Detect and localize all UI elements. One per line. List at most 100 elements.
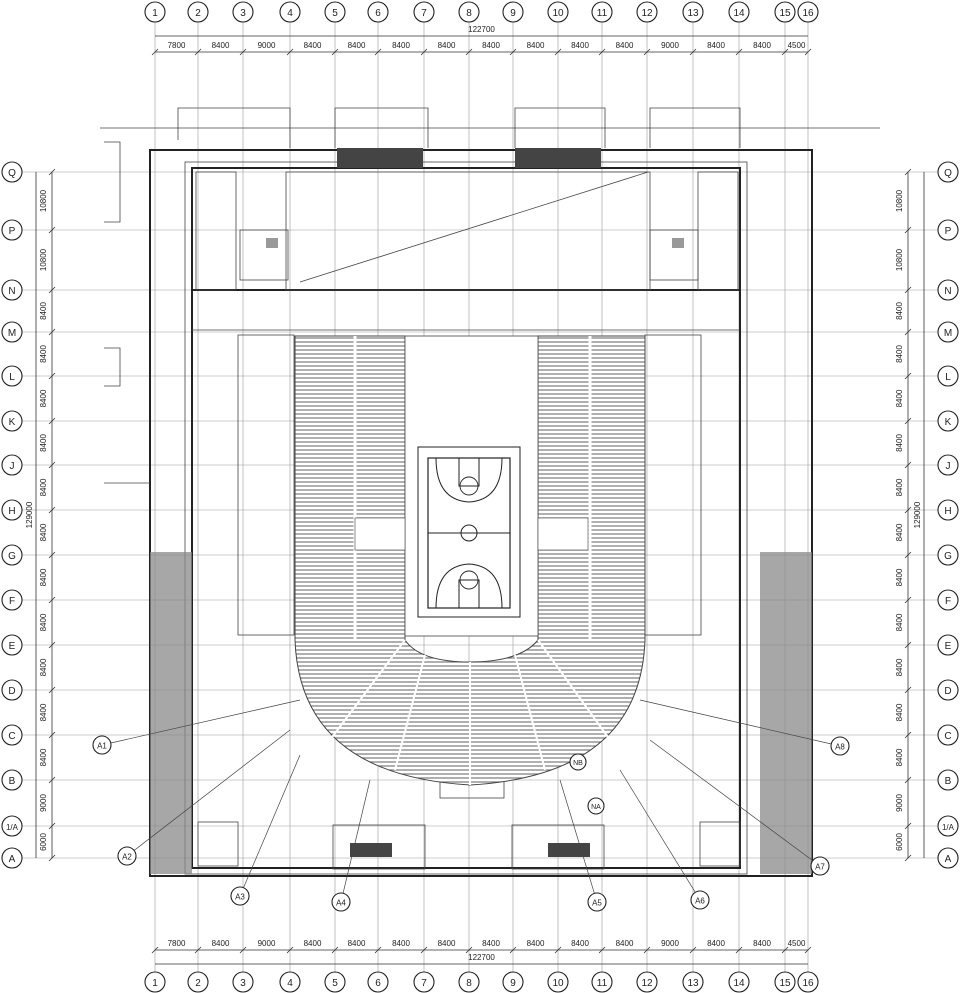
column-axis-bubble: 12 [636,971,658,993]
minor-marker: NA [587,797,605,815]
row-axis-label: N [944,286,951,297]
row-spacing-label: 6000 [39,833,48,851]
column-spacing-label: 9000 [661,41,679,50]
row-spacing-label: 8400 [895,748,904,766]
section-marker: A4 [331,892,351,912]
row-axis-bubble: N [1,279,23,301]
row-axis-bubble: A [937,847,959,869]
column-axis-bubble: 4 [279,971,301,993]
dimension-chains: 7800 8400 9000 8400 8400 8400 8400 8400 8400 8400… [25,25,925,965]
column-spacing-label: 8400 [753,939,771,948]
column-axis-label: 16 [802,8,814,19]
column-axis-bubble: 5 [324,1,346,23]
column-axis-bubble: 10 [547,971,569,993]
column-axis-bubble: 15 [774,971,796,993]
column-spacing-label: 8400 [392,939,410,948]
column-axis-bubble: 1 [144,971,166,993]
minor-marker: NB [569,753,587,771]
row-axis-bubble: G [937,544,959,566]
row-axis-label: K [9,417,16,428]
section-marker-label: A1 [97,742,107,751]
column-spacing-label: 8400 [348,939,366,948]
column-axis-label: 7 [421,8,427,19]
row-axis-bubble: M [1,321,23,343]
row-spacing-label: 10800 [895,189,904,212]
column-spacing-label: 8400 [616,41,634,50]
column-axis-label: 2 [195,978,201,989]
column-axis-bubble: 13 [682,971,704,993]
row-axis-bubble: A [1,847,23,869]
column-axis-label: 6 [375,8,381,19]
section-marker-label: A8 [835,743,845,752]
row-spacing-label: 8400 [895,658,904,676]
column-spacing-label: 4500 [788,41,806,50]
row-axis-label: H [944,506,951,517]
row-axis-bubble: L [937,365,959,387]
column-axis-label: 4 [287,8,293,19]
column-spacing-label: 8400 [438,939,456,948]
row-axis-bubble: M [937,321,959,343]
column-axis-bubble: 15 [774,1,796,23]
row-axis-bubble: 1/A [1,815,23,837]
row-spacing-label: 8400 [39,345,48,363]
column-spacing-label: 8400 [438,41,456,50]
column-spacing-label: 8400 [212,41,230,50]
section-leader-lines [101,699,841,903]
column-spacing-label: 7800 [168,41,186,50]
section-marker: A7 [810,856,830,876]
row-axis-bubble: Q [1,161,23,183]
column-axis-label: 9 [510,8,516,19]
row-axis-bubble: C [1,724,23,746]
column-axis-bubble: 2 [187,1,209,23]
row-axis-bubble: P [1,219,23,241]
row-axis-label: C [8,731,15,742]
row-axis-label: E [9,641,16,652]
column-axis-bubble: 4 [279,1,301,23]
column-axis-label: 5 [332,978,338,989]
column-spacing-label: 8400 [527,41,545,50]
column-total-label: 122700 [468,953,495,962]
row-axis-label: F [945,596,951,607]
section-marker-label: A7 [815,863,825,872]
column-spacing-label: 9000 [258,939,276,948]
column-total-label: 122700 [468,25,495,34]
column-axis-label: 1 [152,978,158,989]
row-axis-label: B [9,776,16,787]
column-axis-label: 3 [240,8,246,19]
row-axis-label: D [944,686,951,697]
basketball-court [417,446,521,618]
row-spacing-label: 10800 [895,248,904,271]
row-spacing-label: 8400 [895,478,904,496]
row-axis-label: J [10,461,15,472]
column-axis-label: 10 [552,8,564,19]
row-spacing-label: 8400 [39,748,48,766]
column-spacing-label: 8400 [212,939,230,948]
row-axis-label: N [8,286,15,297]
row-axis-bubble: H [937,499,959,521]
row-axis-label: A [945,854,952,865]
section-marker: A1 [92,735,112,755]
row-axis-label: J [946,461,951,472]
row-axis-label: 1/A [942,823,955,832]
column-axis-label: 13 [687,8,699,19]
column-spacing-label: 8400 [482,41,500,50]
row-axis-bubble: F [937,589,959,611]
column-axis-label: 8 [466,978,472,989]
row-spacing-label: 8400 [895,389,904,407]
row-spacing-label: 8400 [895,613,904,631]
row-spacing-label: 9000 [895,794,904,812]
column-spacing-label: 8400 [482,939,500,948]
column-axis-bubble: 8 [458,1,480,23]
column-spacing-label: 8400 [616,939,634,948]
row-axis-bubble: K [1,410,23,432]
row-axis-bubble: C [937,724,959,746]
row-axis-bubble: F [1,589,23,611]
minor-marker-label: NA [591,804,601,811]
section-marker-label: A4 [336,899,346,908]
row-axis-label: Q [8,168,16,179]
row-axis-bubble: P [937,219,959,241]
column-axis-label: 3 [240,978,246,989]
row-total-label: 129000 [25,501,34,528]
